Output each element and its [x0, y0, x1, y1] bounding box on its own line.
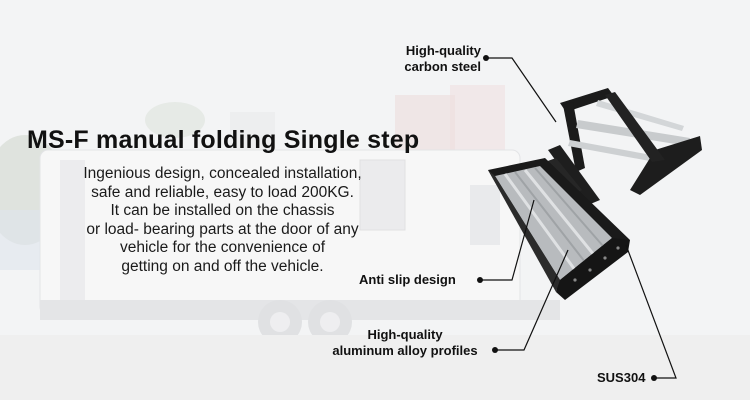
description-line: Ingenious design, concealed installation… [83, 165, 362, 182]
callout-carbon-steel: High-quality carbon steel [404, 43, 481, 74]
description-line: safe and reliable, easy to load 200KG. [91, 183, 354, 201]
description-line: It can be installed on the chassis [110, 202, 335, 220]
callout-anti-slip: Anti slip design [359, 272, 456, 287]
product-description: Ingenious design, concealed installation… [40, 165, 405, 277]
description-line: or load- bearing parts at the door of an… [86, 220, 359, 238]
callout-sus304: SUS304 [597, 370, 646, 385]
callout-leader-lines [480, 57, 677, 379]
product-title: MS-F manual folding Single step [27, 126, 420, 154]
description-line: vehicle for the convenience of [119, 239, 326, 257]
description-line: getting on and off the vehicle. [121, 257, 324, 275]
callout-aluminum-profiles: High-quality aluminum alloy profiles [332, 327, 478, 358]
